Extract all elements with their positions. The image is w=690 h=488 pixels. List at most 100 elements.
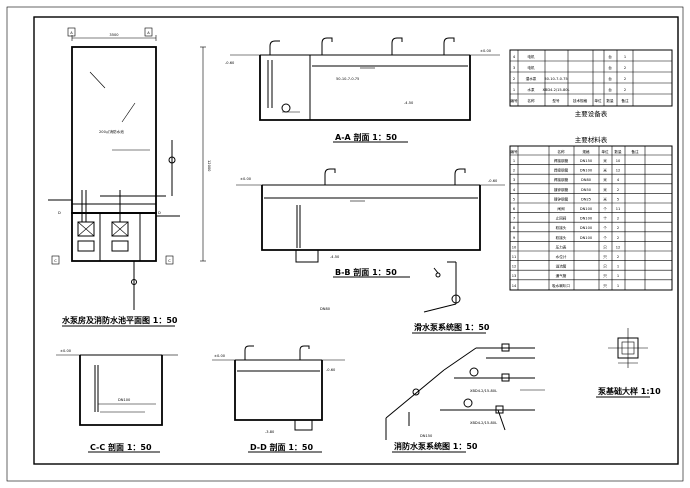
svg-text:A: A xyxy=(70,31,73,35)
bb-title: B-B 剖面 1：50 xyxy=(335,267,397,277)
mt-qty: 2 xyxy=(617,236,619,240)
mt-no: 14 xyxy=(512,284,517,288)
eq-head-note: 备注 xyxy=(621,98,629,103)
pump-foundation-detail: 泵基础大样 1:10 xyxy=(596,328,661,398)
aa-bottom-elev: -4.50 xyxy=(404,101,414,105)
section-b-b: ±0.00 -0.60 -4.50 B-B 剖面 1：50 xyxy=(236,168,505,278)
eq-unit-2: 台 xyxy=(608,76,612,81)
eq-head-model: 型号 xyxy=(552,98,560,103)
mt-name: 软接头 xyxy=(556,225,567,230)
mt-qty: 11 xyxy=(616,207,621,211)
eq-no-1: 1 xyxy=(513,88,515,92)
mt-unit: 米 xyxy=(603,177,607,182)
svg-text:D: D xyxy=(58,211,61,215)
mt-no: 12 xyxy=(512,265,517,269)
eq-head-no: 编号 xyxy=(510,98,518,103)
eq-no-2: 2 xyxy=(513,77,515,81)
mt-spec: DN80 xyxy=(581,178,592,182)
aa-top-elev: -0.60 xyxy=(225,61,235,65)
pump-room-plan: 3500 A A 200㎡消防水池 12000 xyxy=(48,27,211,327)
mt-unit: 个 xyxy=(603,235,607,240)
mt-qty: 12 xyxy=(616,245,621,249)
eq-name-4: 电机 xyxy=(527,54,535,59)
mt-no: 2 xyxy=(513,169,515,173)
cc-pipe-note: DN100 xyxy=(118,398,131,402)
mt-spec: DN100 xyxy=(580,207,593,211)
mt-name: 止回阀 xyxy=(556,216,567,221)
mt-qty: 12 xyxy=(616,169,621,173)
supply-title: 滑水泵系统图 1：50 xyxy=(414,322,490,332)
eq-qty-1: 2 xyxy=(624,88,626,92)
mt-unit: 个 xyxy=(603,216,607,221)
mt-name: 焊接钢管 xyxy=(554,158,569,163)
eq-qty-4: 1 xyxy=(624,55,626,59)
eq-head-name: 名称 xyxy=(527,98,535,103)
mt-no: 11 xyxy=(512,255,517,259)
mt-unit: 米 xyxy=(603,168,607,173)
mt-spec: DN100 xyxy=(580,169,593,173)
supply-pump-system: DN80 滑水泵系统图 1：50 xyxy=(320,261,490,334)
eq-head-qty: 数量 xyxy=(606,98,614,103)
aa-title: A-A 剖面 1：50 xyxy=(335,132,397,142)
mt-spec: DN50 xyxy=(581,188,592,192)
section-a-a: 50-10-7-0.75 ±0.00 -0.60 -4.50 A-A 剖面 1：… xyxy=(225,37,500,143)
inner-frame xyxy=(33,16,679,465)
mt-name: 闸阀 xyxy=(557,206,565,211)
mt-qty: 2 xyxy=(617,255,619,259)
mt-qty: 10 xyxy=(616,159,621,163)
material-table: 主要材料表 编号 名称 规格 单位 数量 备注 1 焊接钢管 DN150 米 xyxy=(509,135,673,291)
fire-pump-note-1: XBD4.2/15-80L xyxy=(470,389,497,393)
eq-model-1: XBD4.2/15-80L xyxy=(542,88,569,92)
svg-text:C: C xyxy=(54,259,57,263)
dd-title: D-D 剖面 1：50 xyxy=(250,442,313,452)
mt-unit: 只 xyxy=(603,274,607,278)
eq-unit-1: 台 xyxy=(608,87,612,92)
mt-qty: 1 xyxy=(617,274,619,278)
mt-qty: 2 xyxy=(617,226,619,230)
eq-qty-2: 2 xyxy=(624,77,626,81)
bb-ground-elev: ±0.00 xyxy=(240,177,252,181)
mt-head-note: 备注 xyxy=(631,149,639,154)
aa-ground-elev: ±0.00 xyxy=(480,49,492,53)
pool-label: 200㎡消防水池 xyxy=(99,129,124,134)
mt-qty: 2 xyxy=(617,188,619,192)
mt-qty: 1 xyxy=(617,265,619,269)
mt-no: 6 xyxy=(513,207,516,211)
eq-unit-4: 台 xyxy=(608,54,612,59)
fire-pump-note-2: XBD4.2/15-80L xyxy=(470,421,497,425)
mt-spec: DN100 xyxy=(580,217,593,221)
fire-pump-system: XBD4.2/15-80L XBD4.2/15-80L DN150 消防水泵系统… xyxy=(385,343,545,453)
mt-unit: 米 xyxy=(603,196,607,201)
mt-unit: 个 xyxy=(603,206,607,211)
mt-no: 8 xyxy=(513,226,516,230)
mt-no: 4 xyxy=(513,188,516,192)
mt-name: 镀锌钢管 xyxy=(554,196,569,201)
mt-name: 水位计 xyxy=(556,254,567,259)
mt-spec: DN100 xyxy=(580,226,593,230)
outer-frame xyxy=(6,6,684,482)
eq-unit-3: 台 xyxy=(608,65,612,70)
svg-text:A: A xyxy=(147,31,150,35)
cc-title: C-C 剖面 1：50 xyxy=(90,442,152,452)
aa-pump-note: 50-10-7-0.75 xyxy=(336,77,359,81)
mt-no: 9 xyxy=(513,236,516,240)
section-d-d: ±0.00 -0.60 -3.80 D-D 剖面 1：50 xyxy=(212,345,345,453)
eq-name-3: 电机 xyxy=(527,65,535,70)
material-caption: 主要材料表 xyxy=(575,135,608,144)
mt-unit: 只 xyxy=(603,245,607,249)
eq-head-unit: 单位 xyxy=(594,98,602,103)
eq-no-3: 3 xyxy=(513,66,515,70)
mt-qty: 4 xyxy=(617,178,620,182)
mt-no: 3 xyxy=(513,178,515,182)
plan-title: 水泵房及消防水池平面图 1：50 xyxy=(61,315,178,325)
mt-no: 5 xyxy=(513,197,515,201)
eq-qty-3: 2 xyxy=(624,66,626,70)
mt-name: 通气管 xyxy=(556,273,567,278)
equipment-caption: 主要设备表 xyxy=(575,109,608,118)
mt-no: 13 xyxy=(512,274,517,278)
mt-spec: DN100 xyxy=(580,236,593,240)
fire-title: 消防水泵系统图 1：50 xyxy=(394,441,478,451)
mt-name: 焊接钢管 xyxy=(554,177,569,182)
mt-qty: 1 xyxy=(617,284,619,288)
